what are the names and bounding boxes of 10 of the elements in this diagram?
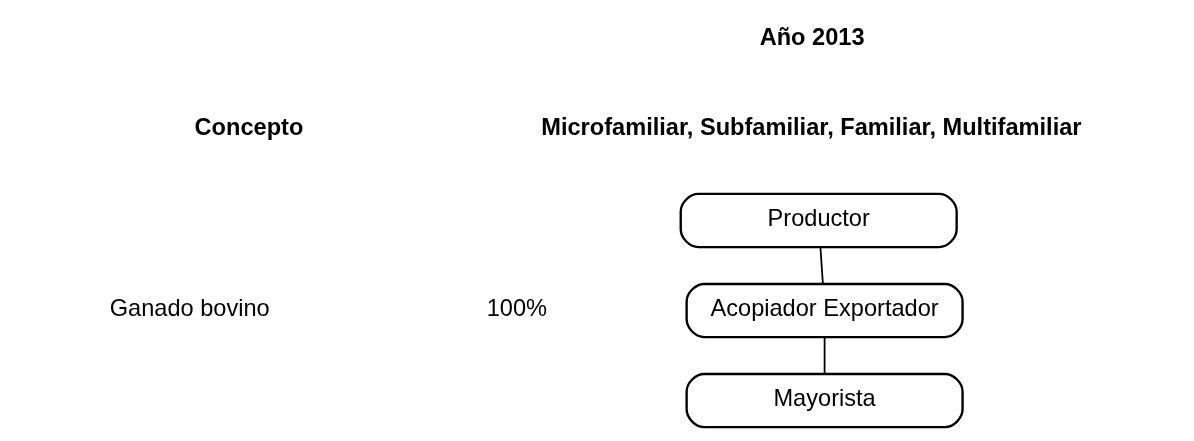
label: Concepto xyxy=(194,113,304,140)
label: 100% xyxy=(486,295,548,322)
node-box: Productor xyxy=(679,192,958,249)
node-box: Acopiador Exportador xyxy=(685,282,964,339)
node-box: Mayorista xyxy=(685,372,964,429)
connector xyxy=(819,246,824,285)
label: Microfamiliar, Subfamiliar, Familiar, Multifamiliar xyxy=(541,113,1082,140)
label: Ganado bovino xyxy=(109,295,270,322)
label: Año 2013 xyxy=(759,23,865,50)
connector xyxy=(823,336,826,375)
